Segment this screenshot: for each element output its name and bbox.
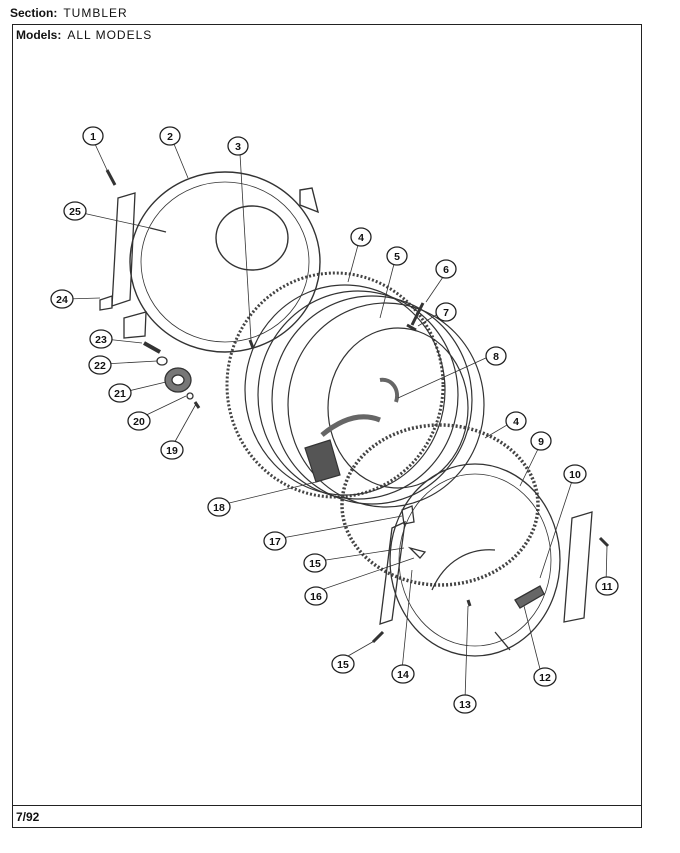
callout-12: 12	[533, 667, 557, 687]
svg-text:22: 22	[94, 360, 106, 372]
rear-support-bracket	[99, 192, 167, 339]
svg-text:5: 5	[394, 251, 400, 263]
svg-text:8: 8	[493, 351, 499, 363]
callout-23: 23	[89, 329, 113, 349]
footer-date-code: 7/92	[16, 810, 40, 824]
callout-13: 13	[453, 694, 477, 714]
callout-15a: 15	[303, 553, 327, 573]
section-header: Section: TUMBLER	[10, 6, 128, 20]
svg-text:7: 7	[443, 307, 449, 319]
diagram-frame	[12, 24, 642, 828]
front-felt-seal	[340, 423, 540, 587]
svg-text:3: 3	[235, 141, 241, 153]
callout-5: 5	[386, 246, 408, 266]
svg-text:13: 13	[459, 699, 471, 711]
callout-9: 9	[530, 431, 552, 451]
callout-2: 2	[159, 126, 181, 146]
callout-18: 18	[207, 497, 231, 517]
svg-text:15: 15	[309, 558, 321, 570]
svg-text:2: 2	[167, 131, 173, 143]
callout-19: 19	[160, 440, 184, 460]
section-value: TUMBLER	[63, 6, 128, 20]
callout-4a: 4	[350, 227, 372, 247]
svg-text:20: 20	[133, 416, 145, 428]
callout-4b: 4	[505, 411, 527, 431]
svg-text:4: 4	[358, 232, 364, 244]
callout-22: 22	[88, 355, 112, 375]
screw-6	[410, 302, 425, 326]
svg-text:14: 14	[397, 669, 409, 681]
front-bulkhead	[389, 463, 561, 657]
footer-divider	[12, 805, 642, 828]
pulley-bearing-parts	[143, 341, 201, 409]
svg-text:25: 25	[69, 206, 81, 218]
callout-11: 11	[595, 576, 619, 596]
callout-6: 6	[435, 259, 457, 279]
screw-1	[105, 169, 117, 186]
callout-20: 20	[127, 411, 151, 431]
callout-17: 17	[263, 531, 287, 551]
models-label: Models:	[16, 28, 62, 42]
rear-bulkhead	[129, 171, 321, 353]
svg-text:10: 10	[569, 469, 581, 481]
callout-1: 1	[82, 126, 104, 146]
callout-16: 16	[304, 586, 328, 606]
svg-text:11: 11	[601, 581, 612, 593]
drum-assembly	[225, 271, 485, 508]
section-label: Section:	[10, 6, 58, 20]
svg-text:17: 17	[269, 536, 281, 548]
svg-text:18: 18	[213, 502, 225, 514]
svg-text:9: 9	[538, 436, 544, 448]
leader-lines	[65, 143, 608, 701]
svg-text:19: 19	[166, 445, 178, 457]
models-header: Models: ALL MODELS	[16, 28, 152, 42]
svg-text:15: 15	[337, 659, 349, 671]
callout-8: 8	[485, 346, 507, 366]
callout-7: 7	[435, 302, 457, 322]
callout-24: 24	[50, 289, 74, 309]
svg-text:21: 21	[114, 388, 126, 400]
svg-text:24: 24	[56, 294, 68, 306]
models-value: ALL MODELS	[67, 28, 153, 42]
svg-text:6: 6	[443, 264, 449, 276]
svg-text:1: 1	[90, 131, 96, 143]
svg-text:12: 12	[539, 672, 551, 684]
front-brackets	[371, 505, 610, 644]
svg-text:23: 23	[95, 334, 107, 346]
callout-10: 10	[563, 464, 587, 484]
svg-text:4: 4	[513, 416, 519, 428]
callout-21: 21	[108, 383, 132, 403]
svg-text:16: 16	[310, 591, 322, 603]
callout-15b: 15	[331, 654, 355, 674]
callout-25: 25	[63, 201, 87, 221]
callout-3: 3	[227, 136, 249, 156]
callout-14: 14	[391, 664, 415, 684]
callouts: 1 2 3 4 5 6 7 8 4 9 10 11 12 13 14 15 15…	[50, 126, 619, 714]
